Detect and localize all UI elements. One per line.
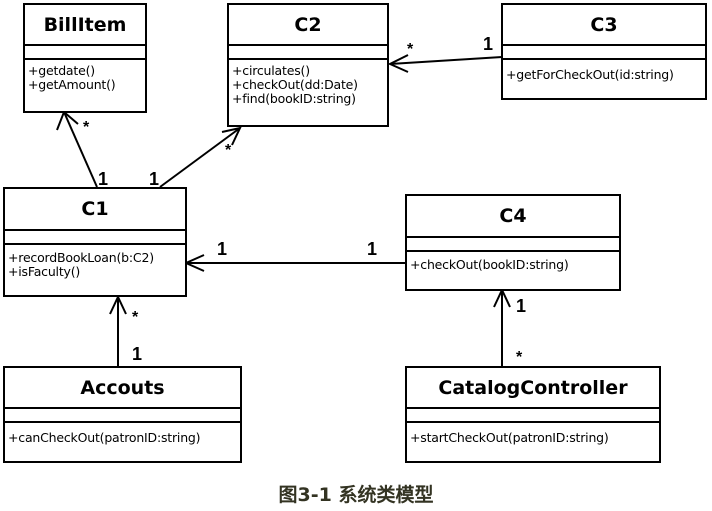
multiplicity-label: 1 bbox=[483, 34, 494, 54]
multiplicity-label: 1 bbox=[149, 169, 160, 189]
multiplicity-label: 1 bbox=[367, 239, 378, 259]
attributes-compartment bbox=[5, 409, 240, 423]
operation: +recordBookLoan(b:C2) bbox=[8, 250, 154, 265]
arrowhead-c1-from-accouts bbox=[109, 294, 127, 315]
operations-compartment: +circulates() +checkOut(dd:Date) +find(b… bbox=[229, 60, 387, 106]
multiplicity-label: * bbox=[407, 41, 414, 58]
attributes-compartment bbox=[407, 238, 619, 252]
arrowhead-c2-from-c1 bbox=[221, 126, 242, 146]
multiplicity-label: 1 bbox=[217, 239, 228, 259]
operation: +circulates() bbox=[232, 63, 310, 78]
class-billitem[interactable]: BillItem +getdate() +getAmount() bbox=[23, 3, 147, 113]
class-name: C4 bbox=[407, 196, 619, 238]
class-catalogcontroller[interactable]: CatalogController +startCheckOut(patronI… bbox=[405, 366, 661, 463]
operation: +checkOut(dd:Date) bbox=[232, 77, 358, 92]
operation: +checkOut(bookID:string) bbox=[410, 257, 569, 272]
operation: +getAmount() bbox=[28, 77, 116, 92]
operations-compartment: +canCheckOut(patronID:string) bbox=[5, 423, 240, 445]
multiplicity-label: 1 bbox=[98, 169, 109, 189]
operation: +getdate() bbox=[28, 63, 95, 78]
operation: +canCheckOut(patronID:string) bbox=[8, 430, 201, 445]
class-name: Accouts bbox=[5, 368, 240, 409]
attributes-compartment bbox=[25, 46, 145, 60]
operations-compartment: +startCheckOut(patronID:string) bbox=[407, 423, 659, 445]
operation: +find(bookID:string) bbox=[232, 91, 356, 106]
attributes-compartment bbox=[229, 46, 387, 60]
multiplicity-label: * bbox=[83, 119, 90, 136]
multiplicity-label: * bbox=[132, 309, 139, 326]
assoc-c1-billitem bbox=[63, 111, 98, 188]
class-accouts[interactable]: Accouts +canCheckOut(patronID:string) bbox=[3, 366, 242, 463]
multiplicity-label: * bbox=[516, 349, 523, 366]
multiplicity-label: 1 bbox=[132, 344, 143, 364]
class-c2[interactable]: C2 +circulates() +checkOut(dd:Date) +fin… bbox=[227, 3, 389, 127]
assoc-c3-c2 bbox=[389, 56, 503, 65]
multiplicity-label: * bbox=[225, 142, 232, 159]
operation: +startCheckOut(patronID:string) bbox=[410, 430, 609, 445]
assoc-c1-c2 bbox=[159, 127, 241, 188]
class-name: C3 bbox=[503, 5, 705, 46]
class-c4[interactable]: C4 +checkOut(bookID:string) bbox=[405, 194, 621, 291]
operations-compartment: +recordBookLoan(b:C2) +isFaculty() bbox=[5, 245, 185, 279]
class-name: C2 bbox=[229, 5, 387, 46]
attributes-compartment bbox=[407, 409, 659, 423]
multiplicity-label: 1 bbox=[516, 296, 527, 316]
attributes-compartment bbox=[5, 231, 185, 245]
class-c3[interactable]: C3 +getForCheckOut(id:string) bbox=[501, 3, 707, 100]
operations-compartment: +getForCheckOut(id:string) bbox=[503, 60, 705, 82]
arrowhead-c2-from-c3 bbox=[387, 54, 409, 73]
class-name: C1 bbox=[5, 189, 185, 231]
figure-caption: 图3-1 系统类模型 bbox=[278, 484, 434, 506]
operation: +getForCheckOut(id:string) bbox=[506, 67, 674, 82]
attributes-compartment bbox=[503, 46, 705, 60]
class-name: CatalogController bbox=[407, 368, 659, 409]
class-name: BillItem bbox=[25, 5, 145, 46]
class-c1[interactable]: C1 +recordBookLoan(b:C2) +isFaculty() bbox=[3, 187, 187, 297]
operation: +isFaculty() bbox=[8, 264, 81, 279]
operations-compartment: +getdate() +getAmount() bbox=[25, 60, 145, 92]
operations-compartment: +checkOut(bookID:string) bbox=[407, 252, 619, 272]
